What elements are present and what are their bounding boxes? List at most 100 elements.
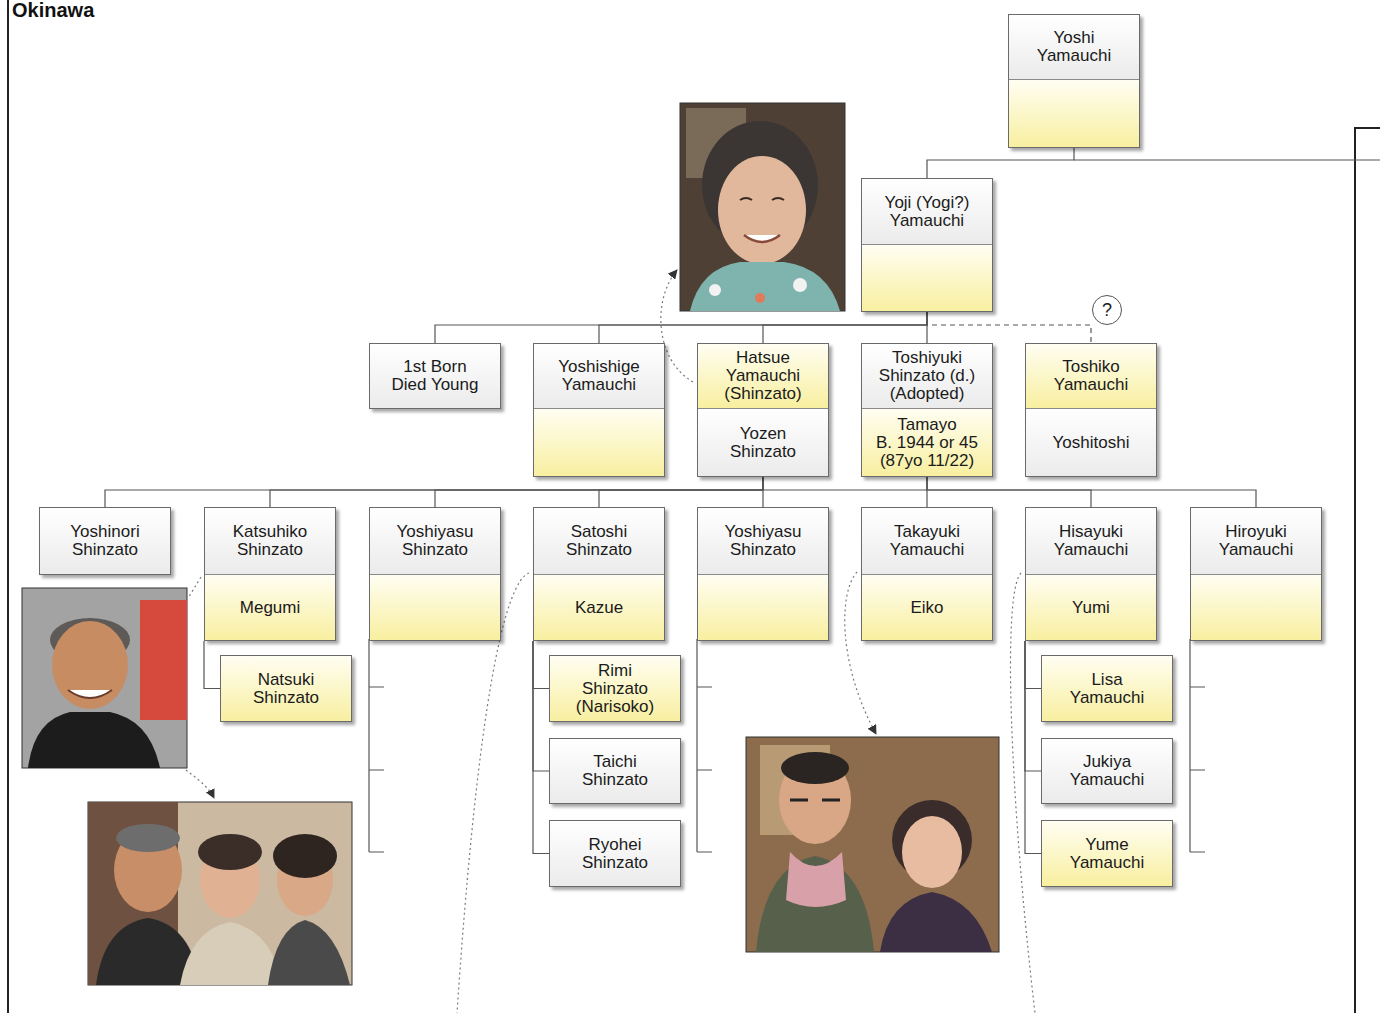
- family-connector: [763, 312, 927, 343]
- leader-line: [661, 270, 693, 382]
- family-connector: [927, 312, 1091, 343]
- spouse-section: Toshiko Yamauchi: [1026, 344, 1156, 408]
- person-box: Rimi Shinzato (Narisoko): [549, 655, 681, 722]
- person-box: Lisa Yamauchi: [1041, 655, 1173, 722]
- name-section: Yozen Shinzato: [698, 408, 828, 476]
- person-name: Megumi: [240, 599, 300, 617]
- spouse-section: Lisa Yamauchi: [1042, 656, 1172, 721]
- family-connector: [435, 312, 927, 343]
- person-box: Toshiko YamauchiYoshitoshi: [1025, 343, 1157, 477]
- spouse-section: [370, 574, 500, 640]
- person-name: Yumi: [1072, 599, 1110, 617]
- name-section: Ryohei Shinzato: [550, 821, 680, 886]
- spouse-section: Eiko: [862, 574, 992, 640]
- name-section: Yoshi Yamauchi: [1009, 15, 1139, 79]
- photo-frame: [680, 103, 845, 311]
- person-box: 1st Born Died Young: [369, 343, 501, 409]
- photo-pattern: [709, 284, 721, 296]
- person-box: Takayuki YamauchiEiko: [861, 507, 993, 641]
- family-connector: [762, 477, 763, 507]
- photo-katsuhiko: [22, 588, 187, 768]
- family-connector: [270, 477, 763, 507]
- photo-glasses: [790, 799, 840, 802]
- person-box: Yoshi Yamauchi: [1008, 14, 1140, 148]
- family-connector: [1025, 641, 1041, 771]
- photo-shirt: [880, 892, 992, 952]
- person-name: Yoshinori Shinzato: [70, 523, 139, 559]
- name-section: Yoji (Yogi?) Yamauchi: [862, 179, 992, 244]
- photo-frame: [88, 802, 352, 985]
- photo-smile: [744, 235, 780, 242]
- name-section: Hisayuki Yamauchi: [1026, 508, 1156, 574]
- person-name: Hatsue Yamauchi (Shinzato): [724, 349, 801, 403]
- branch-line: [1074, 159, 1380, 160]
- person-name: Yoshi Yamauchi: [1037, 29, 1111, 65]
- person-name: Yoji (Yogi?) Yamauchi: [885, 194, 970, 230]
- person-box: Ryohei Shinzato: [549, 820, 681, 887]
- person-name: Satoshi Shinzato: [566, 523, 632, 559]
- name-section: Yoshiyasu Shinzato: [698, 508, 828, 574]
- family-connector: [599, 312, 927, 343]
- person-name: Ryohei Shinzato: [582, 836, 648, 872]
- spouse-section: [1009, 79, 1139, 147]
- person-name: Kazue: [575, 599, 623, 617]
- photo-couple: [746, 737, 999, 952]
- photo-face: [718, 156, 806, 264]
- name-section: Taichi Shinzato: [550, 739, 680, 803]
- person-name: Toshiko Yamauchi: [1054, 358, 1128, 394]
- child-stub: [369, 639, 384, 852]
- spouse-section: Tamayo B. 1944 or 45 (87yo 11/22): [862, 408, 992, 476]
- name-section: Toshiyuki Shinzato (d.) (Adopted): [862, 344, 992, 408]
- person-box: Hatsue Yamauchi (Shinzato) Yozen Shinzato: [697, 343, 829, 477]
- name-section: Katsuhiko Shinzato: [205, 508, 335, 574]
- spouse-section: Yumi: [1026, 574, 1156, 640]
- frame-line: [7, 0, 9, 1013]
- family-connector: [599, 477, 763, 507]
- person-name: Natsuki Shinzato: [253, 671, 319, 707]
- photo-smile: [68, 690, 112, 698]
- person-name: Tamayo B. 1944 or 45 (87yo 11/22): [876, 416, 978, 470]
- person-name: Toshiyuki Shinzato (d.) (Adopted): [879, 349, 975, 403]
- photo-frame: [746, 737, 999, 952]
- person-box: Satoshi ShinzatoKazue: [533, 507, 665, 641]
- photo-portrait: [680, 103, 845, 311]
- spouse-section: [698, 574, 828, 640]
- person-name: Takayuki Yamauchi: [890, 523, 964, 559]
- person-name: Yoshishige Yamauchi: [558, 358, 640, 394]
- person-name: Taichi Shinzato: [582, 753, 648, 789]
- person-box: Yoshishige Yamauchi: [533, 343, 665, 477]
- name-section: Yoshishige Yamauchi: [534, 344, 664, 408]
- photo-family: [88, 802, 352, 985]
- person-name: Jukiya Yamauchi: [1070, 753, 1144, 789]
- spouse-section: Yume Yamauchi: [1042, 821, 1172, 886]
- person-name: Hisayuki Yamauchi: [1054, 523, 1128, 559]
- spouse-section: [1191, 574, 1321, 640]
- person-name: Yozen Shinzato: [730, 425, 796, 461]
- person-box: Taichi Shinzato: [549, 738, 681, 804]
- leader-line: [186, 770, 214, 798]
- person-box: Hisayuki YamauchiYumi: [1025, 507, 1157, 641]
- family-connector: [927, 148, 1074, 178]
- family-connector: [1025, 641, 1041, 854]
- person-box: Yume Yamauchi: [1041, 820, 1173, 887]
- photo-hair: [273, 834, 337, 878]
- person-box: Natsuki Shinzato: [220, 655, 352, 722]
- family-connector: [533, 641, 549, 771]
- name-section: 1st Born Died Young: [370, 344, 500, 408]
- person-box: Yoshiyasu Shinzato: [369, 507, 501, 641]
- photo-pattern: [793, 278, 807, 292]
- person-name: Lisa Yamauchi: [1070, 671, 1144, 707]
- spouse-section: Kazue: [534, 574, 664, 640]
- family-connector: [435, 477, 763, 507]
- spouse-section: Rimi Shinzato (Narisoko): [550, 656, 680, 721]
- child-stub: [697, 639, 712, 852]
- photo-eyes: [740, 198, 784, 200]
- family-connector: [533, 641, 549, 854]
- family-connector: [105, 477, 763, 507]
- person-name: Yoshitoshi: [1053, 434, 1130, 452]
- frame-line: [1355, 128, 1380, 1013]
- person-box: Katsuhiko ShinzatoMegumi: [204, 507, 336, 641]
- leader-line: [188, 577, 201, 598]
- person-name: Hiroyuki Yamauchi: [1219, 523, 1293, 559]
